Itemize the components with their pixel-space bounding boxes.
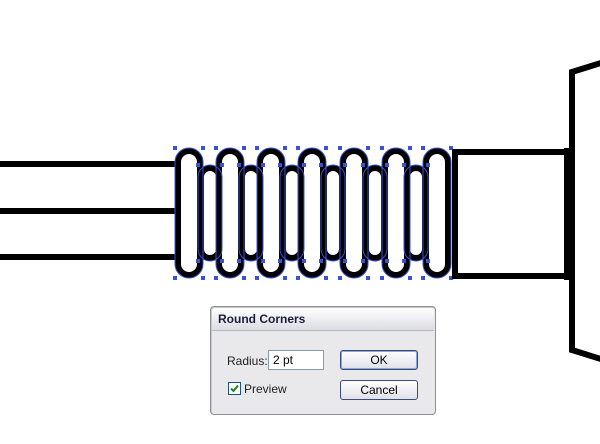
selection-path — [320, 164, 346, 262]
selection-path — [362, 164, 388, 262]
anchor-point[interactable] — [214, 276, 218, 280]
coil-outer — [298, 148, 326, 278]
selection-path — [215, 147, 245, 279]
anchor-point[interactable] — [173, 276, 177, 280]
preview-label: Preview — [244, 382, 287, 396]
anchor-point[interactable] — [421, 146, 425, 150]
selection-path — [174, 147, 204, 279]
anchor-point[interactable] — [408, 276, 412, 280]
coil-outer — [340, 148, 368, 278]
preview-checkbox[interactable] — [228, 382, 241, 395]
anchor-point[interactable] — [237, 259, 241, 263]
anchor-point[interactable] — [173, 146, 177, 150]
coil-outer — [423, 148, 451, 278]
anchor-point[interactable] — [214, 146, 218, 150]
spring-coils — [173, 146, 453, 280]
anchor-point[interactable] — [283, 276, 287, 280]
anchor-point[interactable] — [302, 259, 306, 263]
anchor-point[interactable] — [366, 276, 370, 280]
anchor-point[interactable] — [361, 259, 365, 263]
rod-left — [0, 161, 176, 260]
coil-outer — [257, 148, 285, 278]
anchor-point[interactable] — [449, 276, 453, 280]
anchor-point[interactable] — [408, 146, 412, 150]
checkmark-icon — [230, 384, 239, 393]
anchor-point[interactable] — [324, 276, 328, 280]
anchor-point[interactable] — [201, 276, 205, 280]
anchor-point[interactable] — [278, 259, 282, 263]
anchor-point[interactable] — [402, 259, 406, 263]
selection-path — [422, 147, 452, 279]
coil-inner — [363, 165, 387, 261]
selection-path — [256, 147, 286, 279]
anchor-point[interactable] — [220, 259, 224, 263]
anchor-point[interactable] — [242, 146, 246, 150]
coil-outer — [216, 148, 244, 278]
anchor-point[interactable] — [302, 163, 306, 167]
anchor-point[interactable] — [201, 146, 205, 150]
anchor-point[interactable] — [385, 163, 389, 167]
anchor-point[interactable] — [220, 163, 224, 167]
anchor-point[interactable] — [380, 146, 384, 150]
selection-path — [381, 147, 411, 279]
coil-outer — [175, 148, 203, 278]
anchor-point[interactable] — [343, 259, 347, 263]
selection-path — [279, 164, 305, 262]
anchor-point[interactable] — [278, 163, 282, 167]
anchor-point[interactable] — [324, 146, 328, 150]
coil-inner — [321, 165, 345, 261]
selection-path — [339, 147, 369, 279]
anchor-point[interactable] — [283, 146, 287, 150]
selection-path — [403, 164, 429, 262]
anchor-point[interactable] — [242, 276, 246, 280]
anchor-point[interactable] — [196, 259, 200, 263]
anchor-point[interactable] — [361, 163, 365, 167]
anchor-point[interactable] — [366, 146, 370, 150]
anchor-point[interactable] — [385, 259, 389, 263]
anchor-point[interactable] — [255, 146, 259, 150]
anchor-point[interactable] — [421, 276, 425, 280]
ok-button[interactable]: OK — [340, 350, 418, 370]
anchor-point[interactable] — [402, 163, 406, 167]
round-corners-dialog: Round Corners Radius: Preview OK Cancel — [210, 306, 436, 415]
anchor-point[interactable] — [449, 146, 453, 150]
anchor-point[interactable] — [196, 163, 200, 167]
anchor-point[interactable] — [296, 276, 300, 280]
anchor-point[interactable] — [296, 146, 300, 150]
anchor-point[interactable] — [426, 163, 430, 167]
radius-input[interactable] — [268, 350, 324, 370]
selection-path — [297, 147, 327, 279]
selection-path — [238, 164, 264, 262]
anchor-point[interactable] — [380, 276, 384, 280]
bracket-shape — [569, 60, 600, 362]
anchor-point[interactable] — [343, 163, 347, 167]
dialog-title: Round Corners — [218, 312, 306, 326]
dialog-title-bar[interactable]: Round Corners — [212, 308, 434, 331]
anchor-point[interactable] — [426, 259, 430, 263]
anchor-point[interactable] — [319, 259, 323, 263]
anchor-point[interactable] — [261, 259, 265, 263]
anchor-point[interactable] — [261, 163, 265, 167]
anchor-point[interactable] — [319, 163, 323, 167]
anchor-point[interactable] — [338, 276, 342, 280]
anchor-point[interactable] — [255, 276, 259, 280]
anchor-point[interactable] — [237, 163, 241, 167]
selection-path — [197, 164, 223, 262]
radius-label: Radius: — [227, 354, 268, 368]
anchor-point[interactable] — [338, 146, 342, 150]
cancel-button[interactable]: Cancel — [340, 380, 418, 400]
coil-outer — [382, 148, 410, 278]
connector-box — [452, 149, 571, 279]
